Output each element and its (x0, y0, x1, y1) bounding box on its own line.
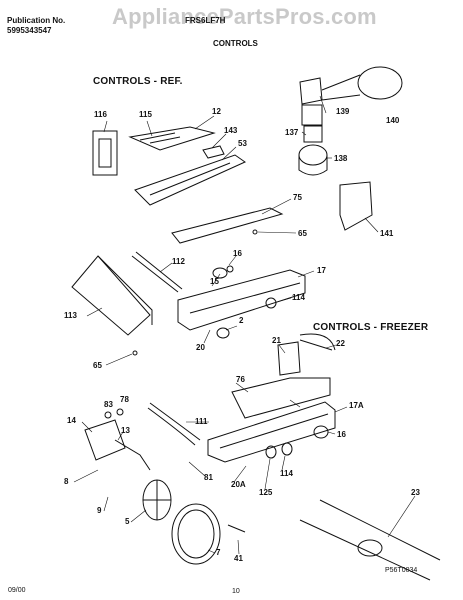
part-115-housing (128, 126, 216, 151)
section-title-controls-freezer: CONTROLS - FREEZER (313, 322, 429, 333)
part-141-valve (339, 181, 373, 231)
section-title-controls-ref: CONTROLS - REF. (93, 76, 183, 87)
callout-15: 15 (210, 277, 219, 286)
part-75-plate (171, 207, 284, 244)
callout-140: 140 (386, 116, 400, 125)
callout-65-left: 65 (93, 361, 102, 370)
part-16-socket (226, 265, 234, 273)
part-125-button (265, 445, 277, 459)
callout-17: 17 (317, 266, 326, 275)
callout-16-ref: 16 (233, 249, 242, 258)
callout-53: 53 (238, 139, 247, 148)
part-116-window (98, 138, 112, 168)
footer-figure-code: P56T0034 (385, 567, 418, 574)
callout-116: 116 (94, 110, 107, 119)
part-140-fitting-detail (357, 66, 403, 100)
part-78-screw (116, 408, 124, 416)
part-65-screw (252, 229, 258, 235)
part-137-sleeve (303, 125, 323, 143)
part-17A-housing (207, 401, 336, 463)
part-53-mount (134, 154, 247, 206)
callout-65-top: 65 (298, 229, 307, 238)
callout-114-ref: 114 (292, 293, 305, 302)
part-113-tray (71, 255, 151, 336)
callout-83: 83 (104, 400, 113, 409)
callout-8: 8 (64, 477, 69, 486)
part-13-bracket (114, 439, 151, 471)
footer-page-number: 10 (232, 588, 240, 595)
callout-76: 76 (236, 375, 245, 384)
callout-113: 113 (64, 311, 77, 320)
callout-41: 41 (234, 554, 243, 563)
callout-111: 111 (195, 417, 208, 426)
part-15-lamp (212, 267, 228, 279)
part-143-connector (202, 145, 225, 159)
callout-112: 112 (172, 257, 185, 266)
callout-5: 5 (125, 517, 130, 526)
callout-16-freezer: 16 (337, 430, 346, 439)
callout-115: 115 (139, 110, 152, 119)
callout-78: 78 (120, 395, 129, 404)
part-2-knob (216, 327, 230, 339)
callout-7: 7 (216, 548, 221, 557)
callout-2: 2 (239, 316, 244, 325)
callout-13: 13 (121, 426, 130, 435)
callout-23: 23 (411, 488, 420, 497)
part-22-capillary (299, 333, 336, 351)
part-17-housing (177, 269, 306, 331)
part-139-valve (299, 77, 323, 105)
callout-138: 138 (334, 154, 348, 163)
callout-143: 143 (224, 126, 238, 135)
part-14-motor (84, 419, 126, 461)
part-83-screw (104, 411, 112, 419)
model-number: FRS6LF7H (185, 16, 226, 25)
section-title: CONTROLS (213, 39, 258, 48)
part-112-rod (131, 251, 183, 293)
callout-114-freezer: 114 (280, 469, 293, 478)
part-138-filter (298, 144, 328, 166)
callout-14: 14 (67, 416, 76, 425)
callout-12: 12 (212, 107, 221, 116)
part-116-frame (92, 130, 118, 176)
footer-date: 09/00 (8, 587, 26, 594)
part-114-button-freezer (281, 442, 293, 456)
callout-20: 20 (196, 343, 205, 352)
callout-137: 137 (285, 128, 299, 137)
callout-139: 139 (336, 107, 350, 116)
callout-125: 125 (259, 488, 273, 497)
callout-17A: 17A (349, 401, 364, 410)
part-41-screw (227, 524, 246, 533)
callout-75: 75 (293, 193, 302, 202)
publication-number: 5995343547 (7, 26, 52, 35)
callout-21: 21 (272, 336, 281, 345)
part-76-housing (231, 377, 331, 419)
callout-141: 141 (380, 229, 394, 238)
watermark: AppliancePartsPros.com (112, 4, 377, 29)
part-7-shroud (171, 503, 221, 565)
callout-22: 22 (336, 339, 345, 348)
callout-9: 9 (97, 506, 102, 515)
callout-20A: 20A (231, 480, 246, 489)
callout-81: 81 (204, 473, 213, 482)
part-111-harness (147, 402, 201, 446)
part-114-button (265, 297, 277, 309)
publication-label: Publication No. (7, 16, 66, 25)
part-21-thermostat (277, 341, 301, 376)
part-23-sensor (357, 539, 383, 557)
